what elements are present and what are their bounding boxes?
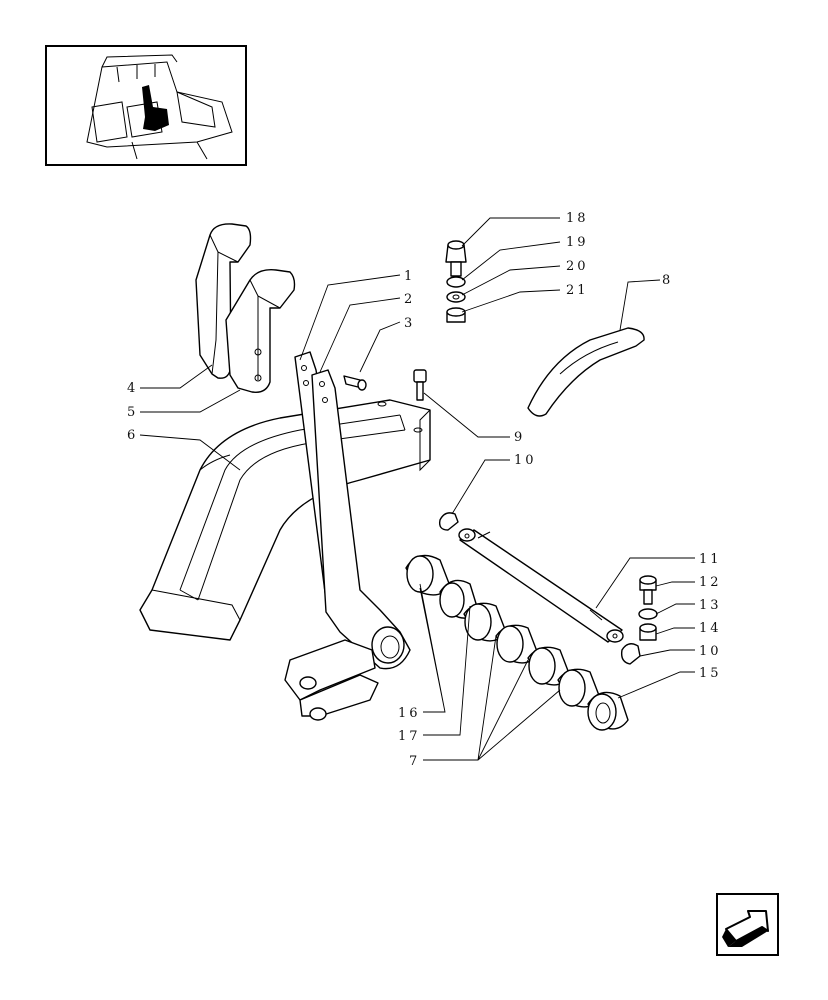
callout-18: 18 — [566, 211, 589, 226]
part-7-bushing-c — [527, 646, 571, 686]
callout-1: 1 — [404, 269, 412, 284]
callout-13: 13 — [699, 598, 722, 613]
tractor-cab-location-icon — [86, 54, 233, 160]
callout-6: 6 — [127, 428, 135, 443]
part-12-14-hardware — [638, 575, 658, 641]
part-10-clip-lower — [620, 643, 641, 665]
part-7-bushing-d — [557, 668, 601, 708]
callout-15: 15 — [699, 666, 722, 681]
callout-20: 20 — [566, 259, 589, 274]
callout-5: 5 — [127, 405, 135, 420]
callout-8: 8 — [662, 273, 670, 288]
callout-7: 7 — [409, 754, 417, 769]
callout-16: 16 — [398, 706, 421, 721]
lever-fork — [284, 639, 379, 721]
part-10-clip-upper — [438, 512, 459, 531]
part-16-bushing — [405, 554, 451, 596]
callout-4: 4 — [127, 381, 135, 396]
callout-2: 2 — [404, 292, 412, 307]
callout-10-upper: 10 — [514, 453, 537, 468]
callout-9: 9 — [514, 430, 522, 445]
part-11-shaft — [458, 528, 624, 643]
part-7-bushing-a — [463, 602, 507, 642]
part-15-bushing — [587, 691, 629, 731]
part-8-grip — [527, 327, 645, 417]
previous-page-arrow-icon — [722, 910, 769, 947]
callout-17: 17 — [398, 729, 421, 744]
part-5-lever-knob — [225, 269, 296, 393]
previous-page-button[interactable] — [716, 893, 779, 956]
leader-lines — [139, 217, 695, 761]
callout-14: 14 — [699, 621, 722, 636]
part-6-shift-gate — [139, 399, 431, 641]
callout-21: 21 — [566, 283, 589, 298]
part-4-lever-knob — [195, 223, 252, 379]
location-thumbnail — [45, 45, 247, 166]
callout-11: 11 — [699, 552, 722, 567]
callout-12: 12 — [699, 575, 722, 590]
callout-3: 3 — [404, 316, 412, 331]
callout-19: 19 — [566, 235, 589, 250]
part-9-bolt — [413, 369, 427, 401]
part-18-21-hardware — [445, 240, 467, 323]
callout-10-lower: 10 — [699, 644, 722, 659]
part-3-screw — [343, 375, 367, 391]
